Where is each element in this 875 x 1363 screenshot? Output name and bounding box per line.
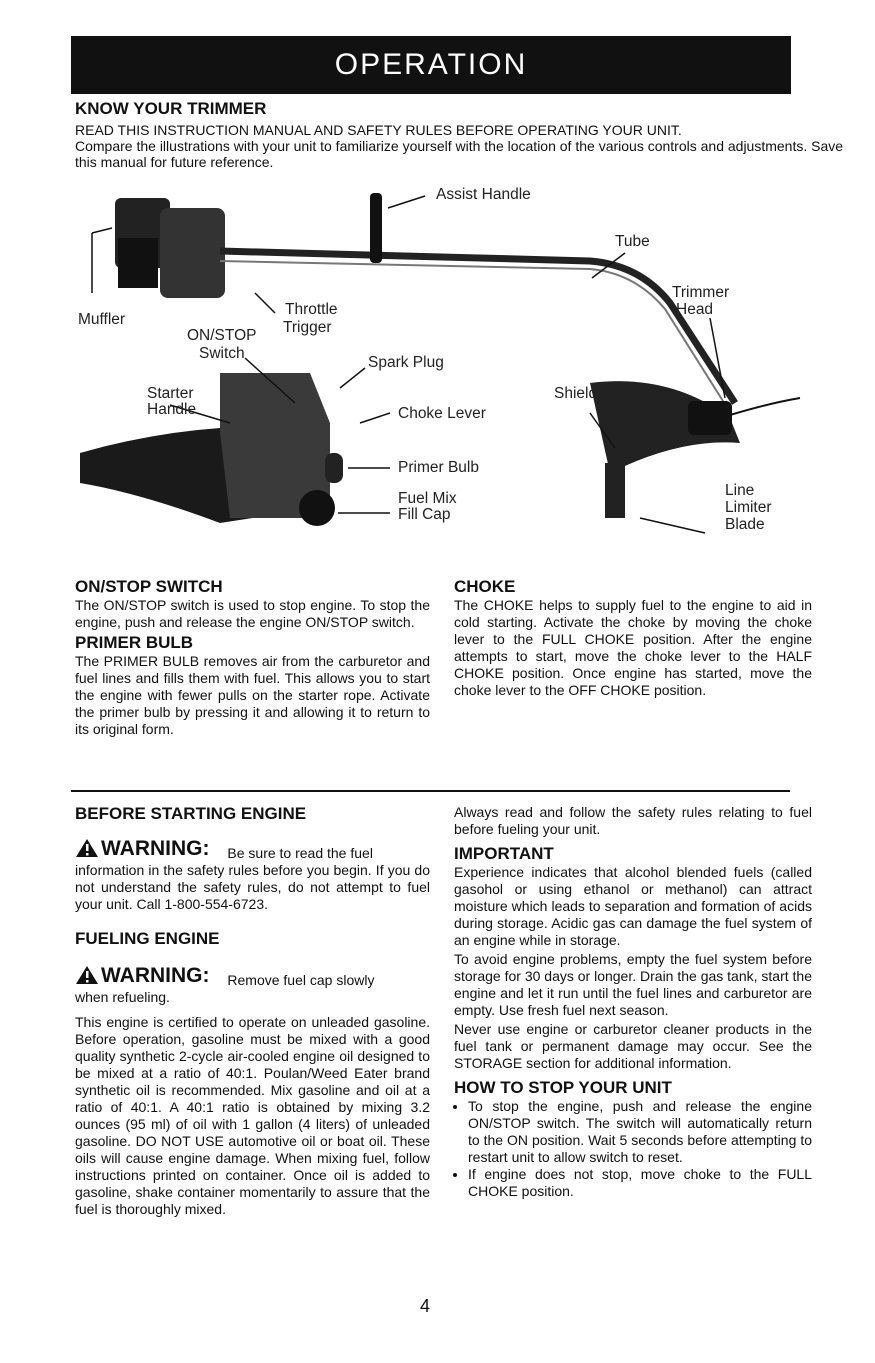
label-muffler: Muffler [78,311,126,328]
primer-heading: PRIMER BULB [75,633,194,652]
label-choke-lever: Choke Lever [398,405,486,422]
intro-text: READ THIS INSTRUCTION MANUAL AND SAFETY … [75,122,845,170]
fueling-warning: WARNING: Remove fuel cap slowly [75,965,430,989]
label-line-limiter-blade: Line Limiter Blade [725,482,772,533]
operation-banner: OPERATION [71,36,791,94]
left-lower-column: BEFORE STARTING ENGINE WARNING: Be sure … [75,804,430,1220]
label-throttle-line2: Trigger [283,319,332,336]
label-fuel-line1: Fuel Mix [398,490,457,507]
trimmer-line [729,397,801,416]
fueling-warning-label-wrap: WARNING: [75,963,210,987]
assist-handle-shape [370,193,382,263]
page-number: 4 [420,1296,431,1316]
before-warning-lead: Be sure to read the fuel [227,845,373,861]
choke-heading: CHOKE [454,577,516,596]
safety-text: Always read and follow the safety rules … [454,804,812,837]
know-your-trimmer-heading: KNOW YOUR TRIMMER [75,99,267,118]
label-onstop-line2: Switch [199,345,245,362]
muffler-shape [118,238,158,288]
label-tube: Tube [615,233,650,250]
stop-unit-heading: HOW TO STOP YOUR UNIT [454,1078,672,1097]
label-starter-line1: Starter [147,385,194,402]
trimmer-drawing [80,193,801,534]
label-line-line2: Limiter [725,499,772,516]
onstop-text: The ON/STOP switch is used to stop engin… [75,597,430,630]
trimmer-illustration: Assist Handle Tube Trimmer Head Muffler … [70,183,810,568]
intro-line-1: READ THIS INSTRUCTION MANUAL AND SAFETY … [75,122,682,138]
engine-housing [160,208,225,298]
fueling-warning-label: WARNING: [101,963,210,987]
stop-unit-item: If engine does not stop, move choke to t… [468,1166,812,1200]
label-assist-handle: Assist Handle [436,186,531,203]
label-throttle-trigger: Throttle Trigger [283,301,338,337]
section-divider [71,790,790,792]
label-onstop-switch: ON/STOP Switch [187,327,256,363]
label-fuel-line2: Fill Cap [398,506,451,523]
right-upper-column: CHOKE The CHOKE helps to supply fuel to … [454,577,812,701]
right-lower-column: Always read and follow the safety rules … [454,804,812,1200]
warning-triangle-icon [76,839,98,857]
label-starter-line2: Handle [147,401,197,418]
before-warning-text: information in the safety rules before y… [75,862,430,912]
fueling-heading: FUELING ENGINE [75,929,220,948]
label-spark-plug: Spark Plug [368,354,444,371]
label-line-line3: Blade [725,516,765,533]
before-starting-heading: BEFORE STARTING ENGINE [75,804,307,823]
line-limiter-shape [605,463,625,518]
choke-text: The CHOKE helps to supply fuel to the en… [454,597,812,698]
label-shield: Shield [554,385,598,402]
label-throttle-line1: Throttle [285,301,338,318]
before-warning-label-wrap: WARNING: [75,836,210,860]
primer-text: The PRIMER BULB removes air from the car… [75,653,430,737]
fueling-warning-text: when refueling. [75,989,170,1005]
important-heading: IMPORTANT [454,844,554,863]
warning-triangle-icon [76,966,98,984]
important-paragraph-1: Experience indicates that alcohol blende… [454,864,812,948]
label-primer-bulb: Primer Bulb [398,459,479,476]
trimmer-head-shape [688,401,732,435]
shaft-highlight [219,260,729,410]
label-trimmer-head-line1: Trimmer [672,284,730,301]
label-line-line1: Line [725,482,755,499]
stop-unit-list: To stop the engine, push and release the… [454,1098,812,1200]
label-trimmer-head-line2: Head [676,301,714,318]
banner-title: OPERATION [334,48,528,81]
leader-lines [91,195,726,534]
fueling-text: This engine is certified to operate on u… [75,1014,430,1217]
before-warning-label: WARNING: [101,836,210,860]
label-trimmer-head: Trimmer Head [672,284,729,318]
intro-line-2: Compare the illustrations with your unit… [75,138,844,170]
important-paragraph-2: To avoid engine problems, empty the fuel… [454,951,812,1018]
label-fuel-mix-fill-cap: Fuel Mix Fill Cap [398,491,457,523]
left-upper-column: ON/STOP SWITCH The ON/STOP switch is use… [75,577,430,740]
label-onstop-line1: ON/STOP [187,327,257,344]
primer-bulb-shape [325,453,343,483]
engine-detail-shape [220,373,330,518]
stop-unit-item: To stop the engine, push and release the… [468,1098,812,1166]
fueling-warning-lead: Remove fuel cap slowly [227,972,375,988]
fuel-cap-shape [299,490,335,526]
label-starter-handle: Starter Handle [147,386,196,418]
onstop-heading: ON/STOP SWITCH [75,577,223,596]
before-warning: WARNING: Be sure to read the fuel [75,838,430,862]
trimmer-shaft [219,247,738,405]
important-paragraph-3: Never use engine or carburetor cleaner p… [454,1021,812,1071]
